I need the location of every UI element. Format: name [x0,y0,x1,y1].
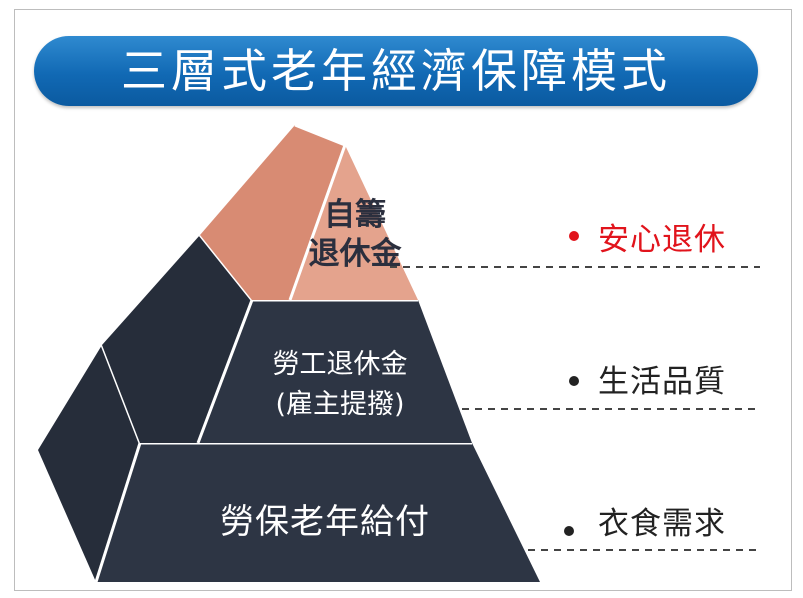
diagram-title: 三層式老年經濟保障模式 [121,44,671,98]
level-label-bottom: 衣食需求 [598,506,726,542]
bullet-middle [569,376,579,386]
top-tier-label: 自籌 退休金 [290,196,420,274]
middle-tier-side [102,235,252,443]
level-label-middle: 生活品質 [598,364,726,400]
bullet-top [569,231,579,241]
title-banner [34,36,758,106]
top-tier-line1: 自籌 [324,197,386,233]
middle-tier-line2: (雇主提撥) [275,389,405,420]
middle-tier-line1: 勞工退休金 [272,349,408,380]
top-tier-edge [288,123,347,301]
middle-tier-label: 勞工退休金 (雇主提撥) [235,345,445,425]
bottom-tier-face [96,443,540,582]
top-tier-face [290,145,418,300]
level-label-top: 安心退休 [598,222,726,258]
top-tier-side [200,125,345,300]
bottom-tier-label: 勞保老年給付 [220,502,430,542]
bullet-bottom [564,526,574,536]
middle-tier-face [198,300,472,443]
top-tier-line2: 退休金 [308,236,402,272]
